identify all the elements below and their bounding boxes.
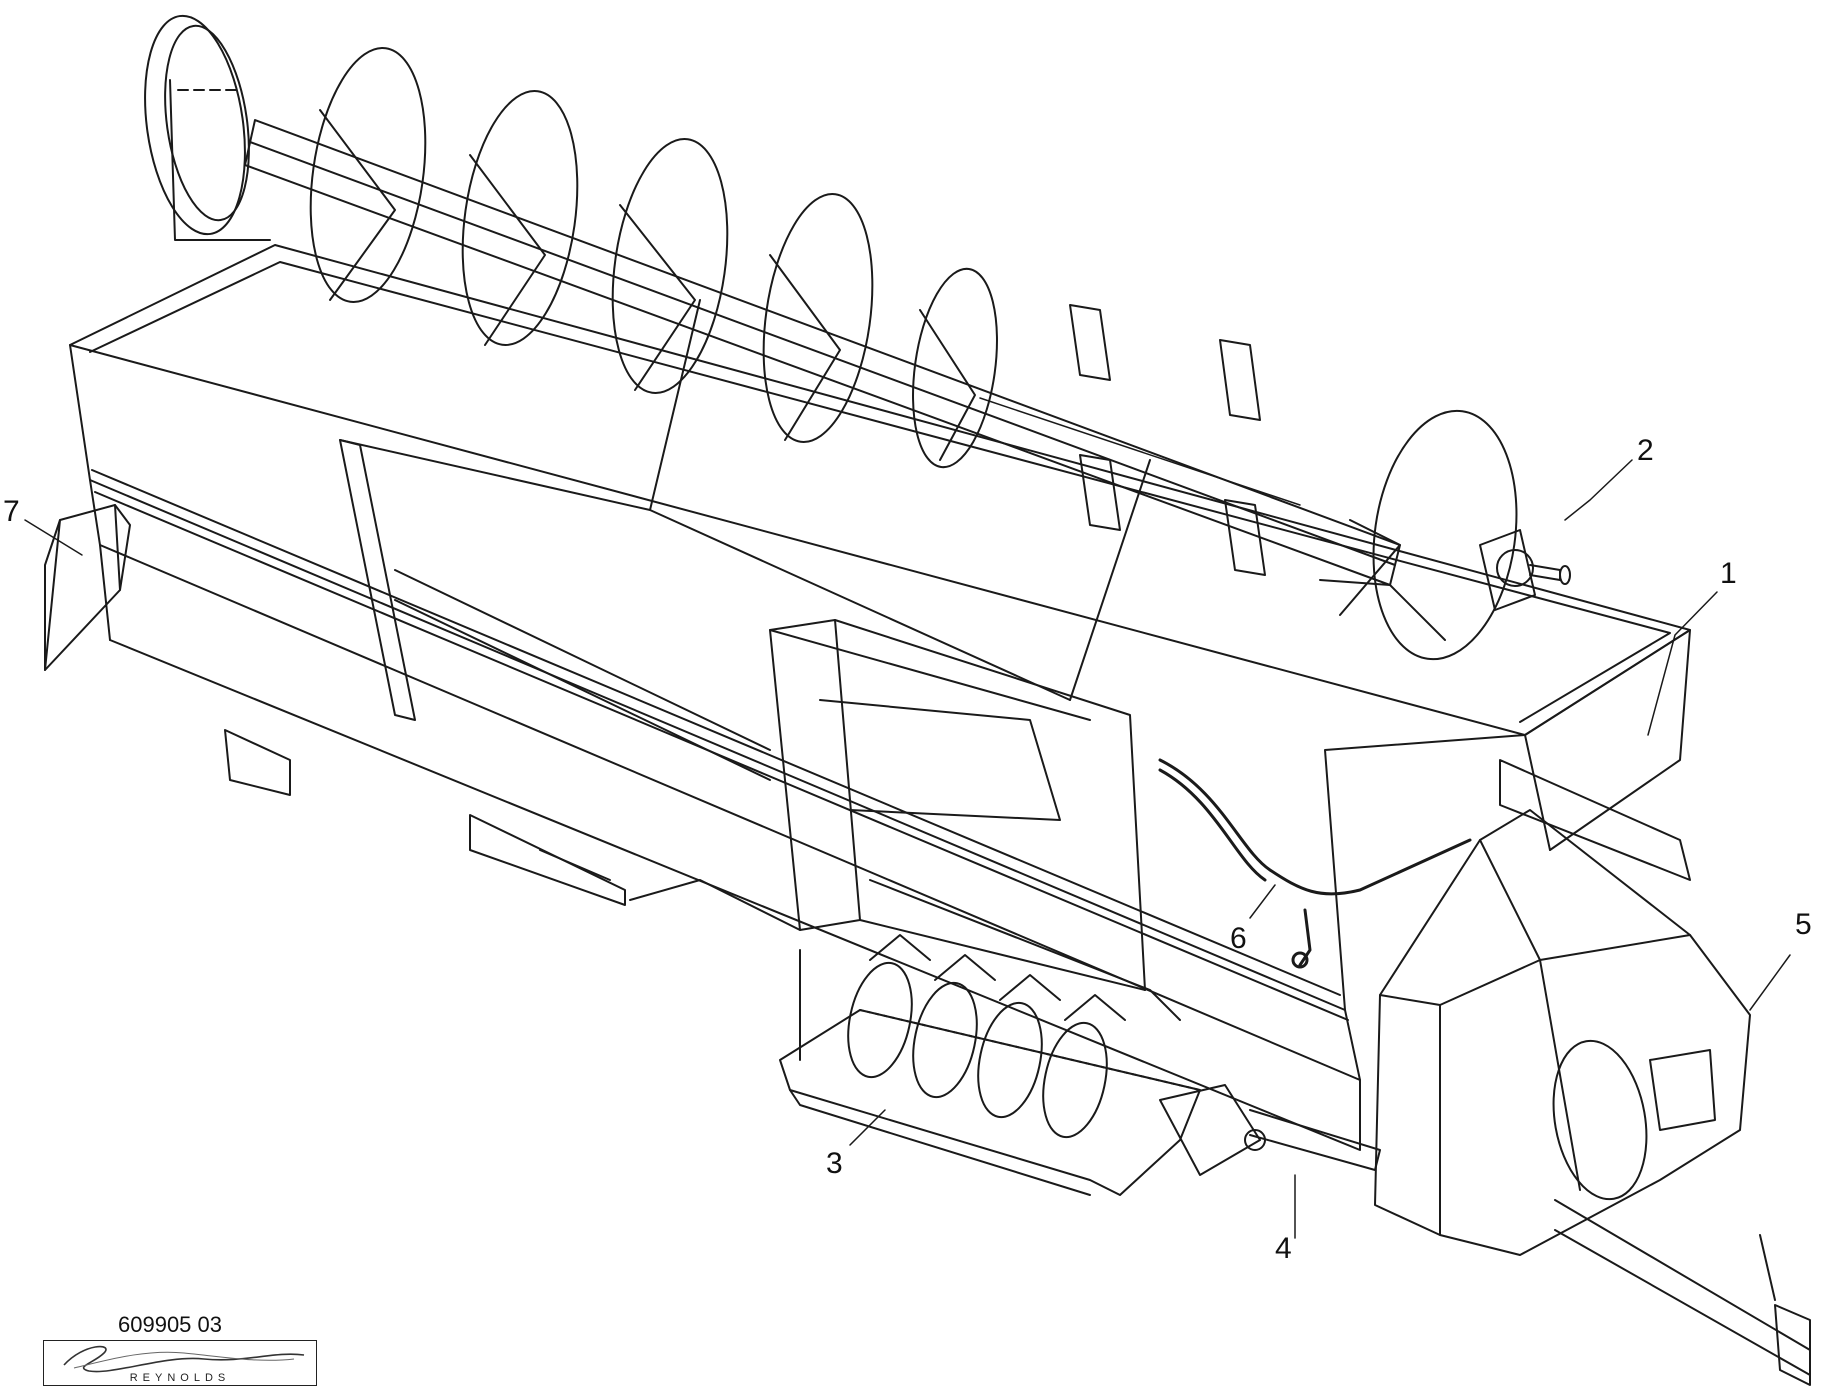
logo-sub-text: REYNOLDS bbox=[129, 1372, 231, 1384]
drive-shaft bbox=[1159, 1084, 1381, 1176]
callout-3: 3 bbox=[826, 1147, 843, 1180]
auger-bearing bbox=[1479, 529, 1571, 611]
hydraulic-hose bbox=[1158, 758, 1472, 969]
logo-script-mark bbox=[63, 1345, 305, 1373]
shelbourne-reynolds-logo: REYNOLDS bbox=[43, 1340, 317, 1386]
leader-lines bbox=[24, 459, 1791, 1239]
rotor-assembly bbox=[779, 879, 1201, 1196]
hopper-body bbox=[69, 244, 1691, 1151]
callout-1: 1 bbox=[1720, 557, 1737, 590]
auger-assembly bbox=[144, 14, 1518, 661]
callout-2: 2 bbox=[1637, 434, 1654, 467]
spinner-housing bbox=[1374, 759, 1811, 1386]
callout-4: 4 bbox=[1275, 1232, 1292, 1265]
callout-7: 7 bbox=[3, 495, 20, 528]
drawing-number: 609905 03 bbox=[118, 1312, 222, 1337]
rear-mount bbox=[44, 504, 131, 671]
callout-labels: 1 2 3 4 5 6 7 bbox=[3, 434, 1812, 1265]
callout-6: 6 bbox=[1230, 922, 1247, 955]
callout-5: 5 bbox=[1795, 908, 1812, 941]
